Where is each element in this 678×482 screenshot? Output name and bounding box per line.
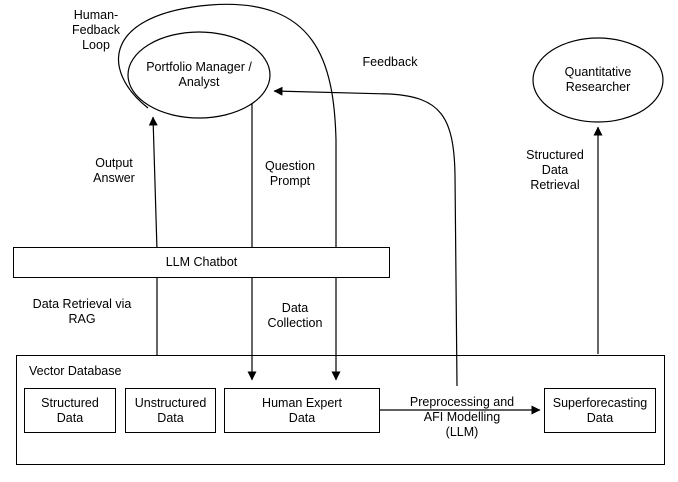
portfolio-manager-label-line2: Analyst: [178, 75, 220, 89]
portfolio-manager-label: Portfolio Manager / Analyst: [126, 60, 272, 90]
structured-data-retrieval-label-line2: Data: [541, 163, 569, 177]
structured-data-retrieval-label-line3: Retrieval: [530, 178, 580, 192]
unstructured-data-label-line2: Data: [157, 410, 184, 425]
data-retrieval-rag-label: Data Retrieval via RAG: [22, 297, 142, 327]
human-feedback-loop-label-line2: Fedback: [72, 23, 120, 37]
vector-database-label: Vector Database: [29, 364, 122, 378]
superforecasting-data-box: Superforecasting Data: [544, 388, 656, 433]
feedback-label: Feedback: [362, 55, 418, 69]
output-answer-label: Output Answer: [74, 156, 154, 186]
structured-data-label-line1: Structured: [41, 395, 99, 410]
unstructured-data-label-line1: Unstructured: [134, 395, 207, 410]
preprocessing-label-line3: (LLM): [445, 425, 479, 439]
preprocessing-label: Preprocessing and AFI Modelling (LLM): [402, 395, 522, 440]
unstructured-data-box: Unstructured Data: [125, 388, 216, 433]
preprocessing-label-line2: AFI Modelling: [423, 410, 501, 424]
data-collection-label-line1: Data: [281, 301, 309, 315]
human-expert-data-label-line2: Data: [288, 410, 316, 425]
data-retrieval-rag-label-line1: Data Retrieval via: [32, 297, 132, 311]
output-answer-label-line1: Output: [95, 156, 133, 170]
superforecasting-data-label-line2: Data: [586, 410, 614, 425]
human-expert-data-label-line1: Human Expert: [262, 395, 342, 410]
data-collection-label-line2: Collection: [267, 316, 323, 330]
portfolio-manager-ellipse: [127, 31, 271, 119]
portfolio-manager-label-line1: Portfolio Manager /: [146, 60, 252, 74]
human-feedback-loop-edge: [117, 3, 341, 381]
structured-data-label-line2: Data: [56, 410, 84, 425]
human-feedback-loop-label-line1: Human-: [73, 8, 119, 22]
question-prompt-label-line1: Question: [264, 159, 316, 173]
quant-researcher-label-line2: Researcher: [565, 80, 631, 94]
human-feedback-loop-label: Human- Fedback Loop: [46, 8, 146, 53]
preprocessing-label-line1: Preprocessing and: [409, 395, 515, 409]
output-answer-edge: [148, 116, 158, 251]
structured-data-retrieval-label-line1: Structured: [526, 148, 584, 162]
human-feedback-loop-label-line3: Loop: [82, 38, 110, 52]
question-prompt-label-line2: Prompt: [269, 174, 311, 188]
human-expert-data-box: Human Expert Data: [224, 388, 380, 433]
quant-researcher-label-line1: Quantitative: [564, 65, 632, 79]
feedback-edge: [273, 86, 458, 387]
data-collection-label: Data Collection: [255, 301, 335, 331]
output-answer-label-line2: Answer: [93, 171, 135, 185]
structured-data-retrieval-label: Structured Data Retrieval: [515, 148, 595, 193]
superforecasting-data-label-line1: Superforecasting: [552, 395, 648, 410]
structured-data-box: Structured Data: [24, 388, 116, 433]
question-prompt-label: Question Prompt: [250, 159, 330, 189]
quant-researcher-label: Quantitative Researcher: [533, 65, 663, 95]
quant-researcher-ellipse: [532, 37, 664, 123]
vector-database-box: [16, 355, 665, 465]
data-retrieval-rag-label-line2: RAG: [68, 312, 96, 326]
llm-chatbot-label: LLM Chatbot: [165, 255, 238, 269]
llm-chatbot-box: LLM Chatbot: [13, 247, 390, 278]
